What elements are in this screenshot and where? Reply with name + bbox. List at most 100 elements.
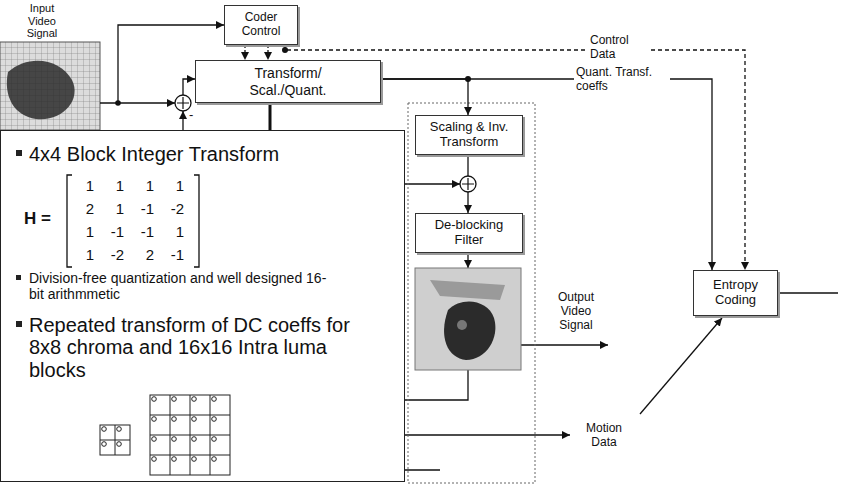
adder-plus	[177, 97, 189, 109]
motion-wire	[405, 434, 570, 435]
dc-coeff-dot	[192, 457, 197, 462]
matrix-cell: -1	[100, 223, 124, 240]
process-box: Transform/ Scal./Quant.	[195, 60, 381, 103]
dc-coeff-dot	[192, 437, 197, 442]
connector-label: Control Data	[588, 34, 648, 62]
junction-dot	[282, 47, 288, 53]
matrix-cell: 1	[70, 223, 94, 240]
matrix-cell: 1	[70, 246, 94, 263]
data-connector	[381, 79, 712, 270]
junction-dot	[465, 76, 471, 82]
dc-coeff-dot	[102, 427, 107, 432]
symbol-layer	[0, 47, 521, 482]
box-label: Scaling & Inv. Transform	[421, 120, 517, 150]
input-frame	[0, 42, 100, 130]
process-box: De-blocking Filter	[415, 213, 523, 253]
matrix-cell: 1	[70, 177, 94, 194]
chroma-grid	[100, 425, 130, 455]
bullet-text: Division-free quantization and well desi…	[29, 271, 329, 302]
dc-coeff-dot	[192, 417, 197, 422]
decoder-region	[408, 103, 535, 483]
callout-panel: 4x4 Block Integer TransformDivision-free…	[0, 130, 405, 482]
matrix-cell: 2	[70, 200, 94, 217]
dc-coeff-dot	[212, 397, 217, 402]
output-wire	[521, 344, 608, 345]
box-label: Entropy Coding	[699, 278, 772, 308]
prediction-wire	[405, 183, 460, 184]
dc-coeff-dot	[152, 457, 157, 462]
minus-sign: -	[189, 108, 199, 123]
control-connector	[267, 45, 268, 60]
matrix-cell: 1	[100, 200, 124, 217]
bullet-mark	[16, 275, 21, 280]
dc-coeff-dot	[117, 427, 122, 432]
dc-coeff-dot	[172, 457, 177, 462]
luma-grid	[150, 395, 230, 475]
matrix-cell: -1	[130, 223, 154, 240]
signal-label: Output Video Signal	[545, 291, 607, 332]
box-label: De-blocking Filter	[421, 218, 517, 248]
dc-coeff-dot	[152, 417, 157, 422]
matrix-cell: 1	[160, 223, 184, 240]
bullet-mark	[16, 150, 22, 156]
matrix-cell: -1	[160, 246, 184, 263]
adder-symbol	[175, 95, 191, 111]
process-box: Scaling & Inv. Transform	[415, 115, 523, 155]
matrix-cell: 1	[160, 177, 184, 194]
dc-coeff-dot	[152, 397, 157, 402]
filter-output-wire	[467, 253, 468, 268]
dc-coeff-dot	[152, 437, 157, 442]
reference-wire	[405, 370, 468, 400]
process-box: Coder Control	[224, 5, 298, 45]
control-connector	[244, 45, 245, 60]
bullet-text: 4x4 Block Integer Transform	[29, 143, 399, 165]
bullet-mark	[16, 321, 22, 327]
input-frame-figure	[7, 61, 75, 120]
residual-wire	[183, 79, 195, 95]
signal-label: Input Video Signal	[20, 2, 64, 40]
box-label: Coder Control	[230, 11, 292, 39]
reference-wire	[405, 469, 440, 470]
adder-plus	[462, 178, 474, 190]
dc-coeff-dot	[212, 437, 217, 442]
bitstream-wire	[776, 292, 838, 293]
prediction-wire	[182, 111, 183, 130]
output-frame-figure	[430, 280, 505, 300]
signal-wires	[0, 25, 838, 483]
matrix-cell: 1	[100, 177, 124, 194]
dc-coeff-dot	[172, 437, 177, 442]
process-box: Entropy Coding	[693, 270, 778, 316]
bullet-text: Repeated transform of DC coeffs for 8x8 …	[29, 314, 359, 381]
signal-label: Motion Data	[575, 422, 633, 450]
input-wire	[100, 102, 175, 103]
chroma-grid	[100, 425, 130, 455]
matrix-bracket	[194, 175, 199, 267]
matrix-cell: -1	[130, 200, 154, 217]
dc-coeff-dot	[172, 417, 177, 422]
luma-grid	[150, 395, 230, 475]
dc-coeff-dot	[212, 457, 217, 462]
dc-block-grids	[100, 395, 230, 475]
dc-coeff-dot	[117, 442, 122, 447]
adder-symbol	[460, 176, 476, 192]
dc-coeff-dot	[192, 397, 197, 402]
matrix-bracket	[67, 175, 72, 267]
callout-ground	[0, 130, 405, 482]
junction-dot	[115, 100, 121, 106]
dc-coeff-dot	[102, 442, 107, 447]
output-frame-figure	[444, 302, 495, 360]
callout-connector	[269, 103, 272, 130]
matrix-name: H =	[24, 209, 64, 229]
matrix-cell: -2	[100, 246, 124, 263]
matrix-cell: 1	[130, 177, 154, 194]
output-frame	[415, 268, 521, 370]
dc-coeff-dot	[172, 397, 177, 402]
connector-label: Quant. Transf. coeffs	[574, 66, 670, 94]
data-connector	[381, 79, 468, 115]
dc-coeff-dots	[152, 397, 217, 462]
output-frame-figure	[457, 320, 467, 330]
box-label: Transform/ Scal./Quant.	[233, 65, 343, 97]
input-frame-grid	[0, 42, 100, 130]
matrix-cell: -2	[160, 200, 184, 217]
